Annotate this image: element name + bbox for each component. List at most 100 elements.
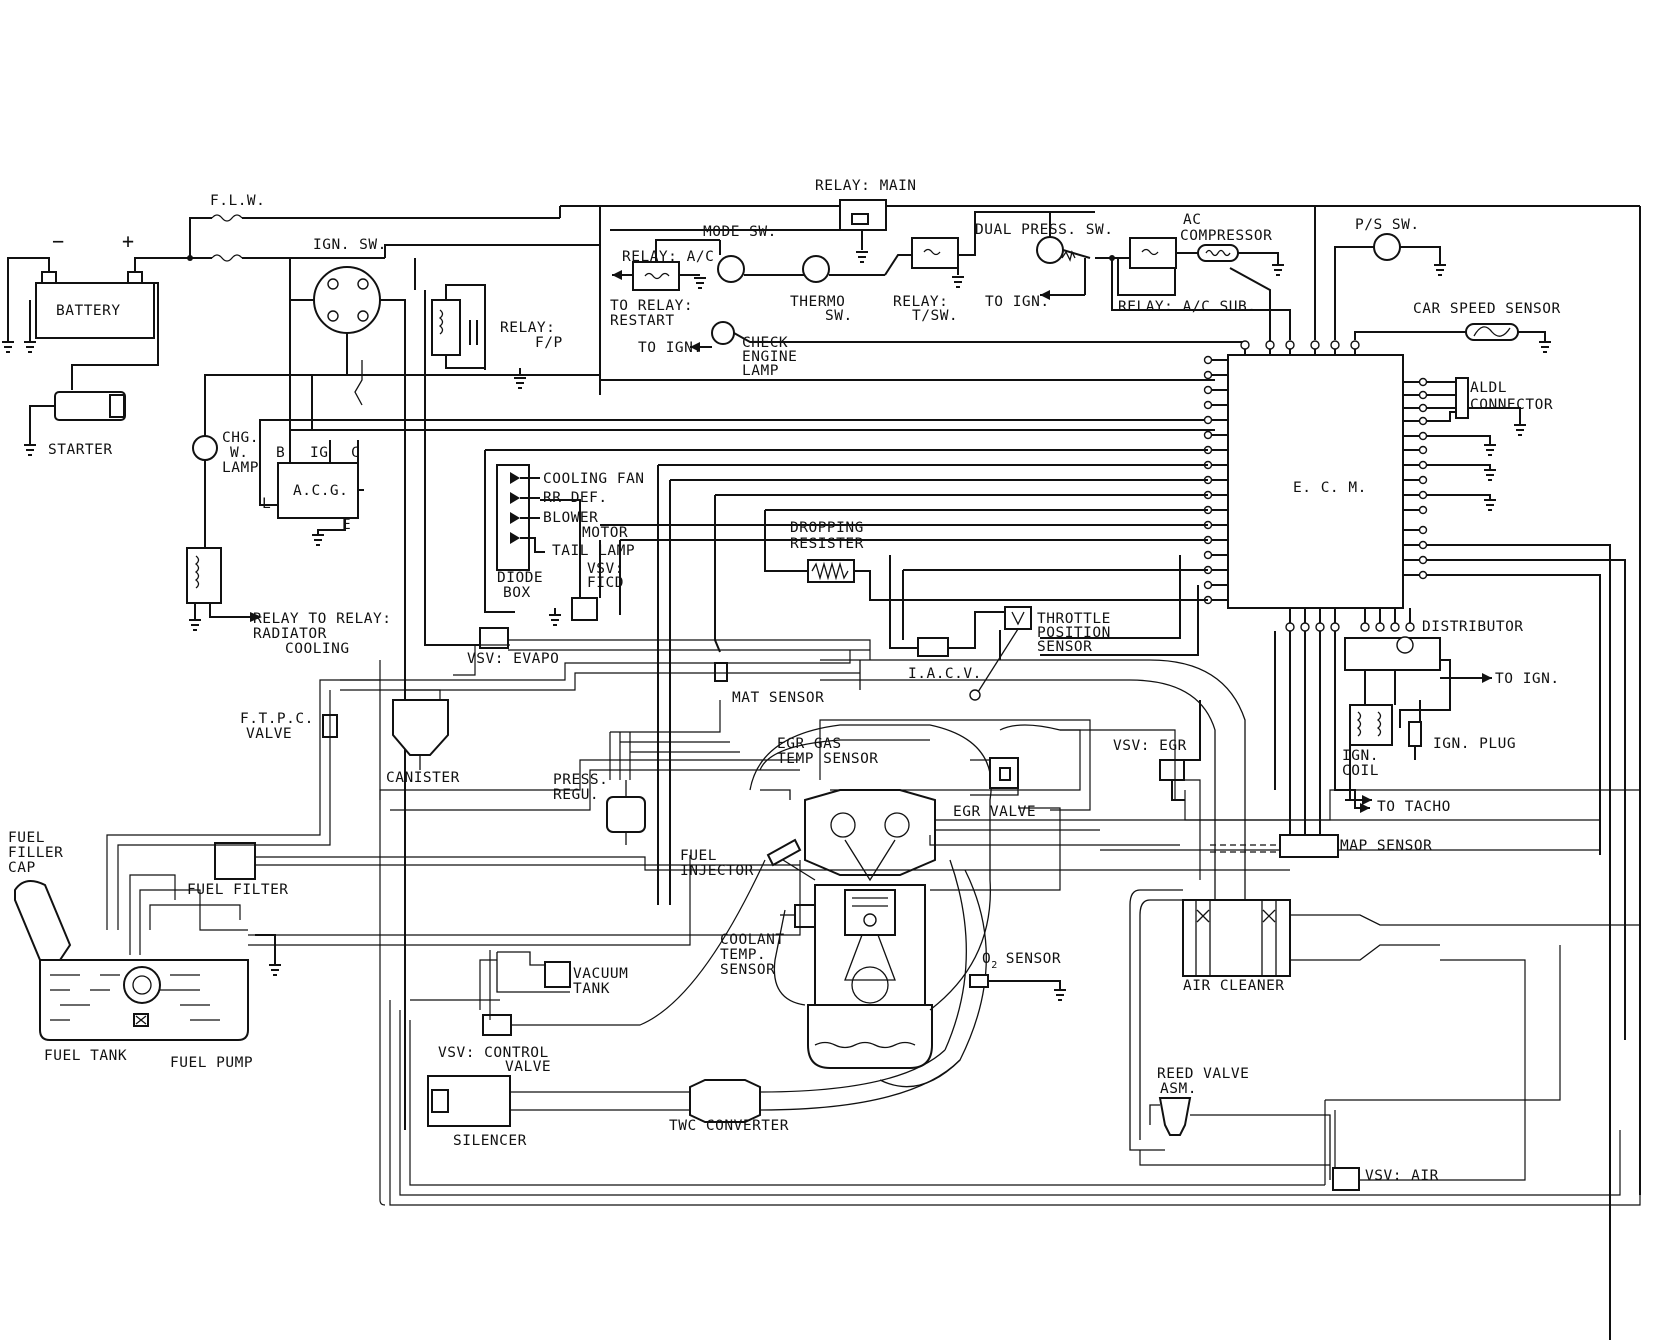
press-regulator bbox=[606, 796, 646, 833]
label-tail-lamp: TAIL LAMP bbox=[552, 543, 635, 559]
label-relay-ac-sub: RELAY: A/C SUB. bbox=[1118, 299, 1256, 315]
label-to-tacho: TO TACHO bbox=[1377, 799, 1451, 815]
relay-tsw bbox=[911, 237, 959, 269]
label-dropping-resister-2: RESISTER bbox=[790, 536, 864, 552]
dual-press-switch bbox=[1036, 236, 1064, 264]
ign-coil bbox=[1349, 704, 1393, 746]
label-ign-sw: IGN. SW. bbox=[313, 237, 387, 253]
label-to-relay-restart-1: TO RELAY: bbox=[610, 298, 693, 314]
label-vsv-ficd-1: VSV: bbox=[587, 561, 624, 577]
label-check-engine-lamp-3: LAMP bbox=[742, 363, 779, 379]
wiring bbox=[2, 199, 1641, 1340]
canister bbox=[392, 699, 449, 756]
air-cleaner bbox=[1182, 899, 1291, 977]
label-fuel-injector-1: FUEL bbox=[680, 848, 717, 864]
label-term-e: E bbox=[342, 517, 351, 533]
label-to-ign-1: TO IGN. bbox=[985, 294, 1050, 310]
o2-sensor bbox=[969, 974, 989, 988]
mat-sensor bbox=[714, 662, 728, 682]
iacv bbox=[917, 637, 949, 657]
vsv-ficd bbox=[571, 597, 598, 621]
label-blower-motor-2: MOTOR bbox=[582, 525, 628, 541]
fuel-injector bbox=[766, 838, 802, 867]
check-engine-lamp bbox=[711, 321, 735, 345]
label-throttle-sensor-1: THROTTLE bbox=[1037, 611, 1111, 627]
fuel-filter bbox=[214, 842, 256, 880]
label-relay-tsw-2: T/SW. bbox=[912, 308, 958, 324]
ecm-right-pins bbox=[1403, 377, 1626, 1340]
label-ign-coil-2: COIL bbox=[1342, 763, 1379, 779]
fuel-filler-cap bbox=[14, 880, 72, 961]
label-relay-tsw-1: RELAY: bbox=[893, 294, 948, 310]
label-relay-radiator-2: RADIATOR bbox=[253, 626, 327, 642]
label-vacuum-tank-2: TANK bbox=[573, 981, 610, 997]
label-term-l: L bbox=[262, 496, 271, 512]
label-minus: − bbox=[52, 229, 65, 253]
label-egr-gas-temp-2: TEMP SENSOR bbox=[777, 751, 879, 767]
fuel-pump bbox=[123, 966, 161, 1004]
ign-switch bbox=[313, 266, 381, 334]
label-fuel-filler-cap-2: FILLER bbox=[8, 845, 63, 861]
label-thermo-sw-1: THERMO bbox=[790, 294, 845, 310]
label-chg-w-lamp-3: LAMP bbox=[222, 460, 259, 476]
reed-valve bbox=[1158, 1097, 1192, 1136]
label-iacv: I.A.C.V. bbox=[908, 666, 982, 682]
engine-head bbox=[804, 789, 936, 876]
label-dropping-resister-1: DROPPING bbox=[790, 520, 864, 536]
vsv-control-valve bbox=[482, 1014, 512, 1036]
label-fuel-pump: FUEL PUMP bbox=[170, 1055, 253, 1071]
ecm bbox=[1227, 354, 1404, 609]
label-chg-w-lamp-2: W. bbox=[230, 445, 248, 461]
label-term-b: B bbox=[276, 445, 285, 461]
ps-switch bbox=[1373, 233, 1401, 261]
label-car-speed-sensor: CAR SPEED SENSOR bbox=[1413, 301, 1561, 317]
ecm-bottom-pins bbox=[1274, 608, 1415, 840]
label-ign-coil-1: IGN. bbox=[1342, 748, 1379, 764]
ecm-left-pins bbox=[1203, 355, 1228, 605]
throttle-position-sensor bbox=[1004, 606, 1032, 630]
vsv-evapo bbox=[479, 627, 509, 649]
label-ac-compressor-1: AC bbox=[1183, 212, 1201, 228]
label-fuel-injector-2: INJECTOR bbox=[680, 863, 754, 879]
label-to-ign-3: TO IGN. bbox=[1495, 671, 1560, 687]
label-mat-sensor: MAT SENSOR bbox=[732, 690, 824, 706]
label-fuel-filter: FUEL FILTER bbox=[187, 882, 289, 898]
thermo-switch bbox=[802, 255, 830, 283]
label-battery: BATTERY bbox=[56, 303, 121, 319]
label-silencer: SILENCER bbox=[453, 1133, 527, 1149]
relay-fp bbox=[431, 299, 461, 356]
twc-converter bbox=[689, 1079, 761, 1123]
relay-ac bbox=[632, 261, 680, 291]
label-vsv-air: VSV: AIR bbox=[1365, 1168, 1439, 1184]
label-rr-def: RR DEF. bbox=[543, 490, 608, 506]
label-vsv-egr: VSV: EGR bbox=[1113, 738, 1187, 754]
label-vsv-evapo: VSV: EVAPO bbox=[467, 651, 559, 667]
dropping-resister bbox=[807, 559, 855, 583]
chg-lamp bbox=[192, 435, 218, 461]
labels: − + BATTERY STARTER F.L.W. IGN. SW. RELA… bbox=[8, 178, 1561, 1184]
label-aldl-connector-2: CONNECTOR bbox=[1470, 397, 1553, 413]
label-starter: STARTER bbox=[48, 442, 113, 458]
engine-and-hoses bbox=[14, 627, 1641, 1206]
label-to-ign-2: TO IGN. bbox=[638, 340, 703, 356]
relay-ac-sub bbox=[1129, 237, 1177, 269]
label-air-cleaner: AIR CLEANER bbox=[1183, 978, 1285, 994]
label-term-c: C bbox=[351, 445, 360, 461]
label-plus: + bbox=[122, 229, 135, 253]
label-ecm: E. C. M. bbox=[1293, 480, 1367, 496]
ign-plug bbox=[1408, 721, 1422, 747]
egr-valve bbox=[989, 757, 1019, 789]
radiator-relay bbox=[186, 547, 222, 604]
label-egr-valve: EGR VALVE bbox=[953, 804, 1036, 820]
label-check-engine-lamp-2: ENGINE bbox=[742, 349, 797, 365]
label-mode-sw: MODE SW. bbox=[703, 224, 777, 240]
vsv-egr bbox=[1159, 759, 1185, 781]
label-ps-sw: P/S SW. bbox=[1355, 217, 1420, 233]
label-diode-box-2: BOX bbox=[503, 585, 531, 601]
label-vsv-ficd-2: FICD bbox=[587, 575, 624, 591]
coolant-temp-sensor bbox=[794, 904, 816, 928]
label-reed-valve-1: REED VALVE bbox=[1157, 1066, 1249, 1082]
label-relay-radiator-1: RELAY TO RELAY: bbox=[253, 611, 391, 627]
label-coolant-temp-sensor-1: COOLANT bbox=[720, 932, 785, 948]
